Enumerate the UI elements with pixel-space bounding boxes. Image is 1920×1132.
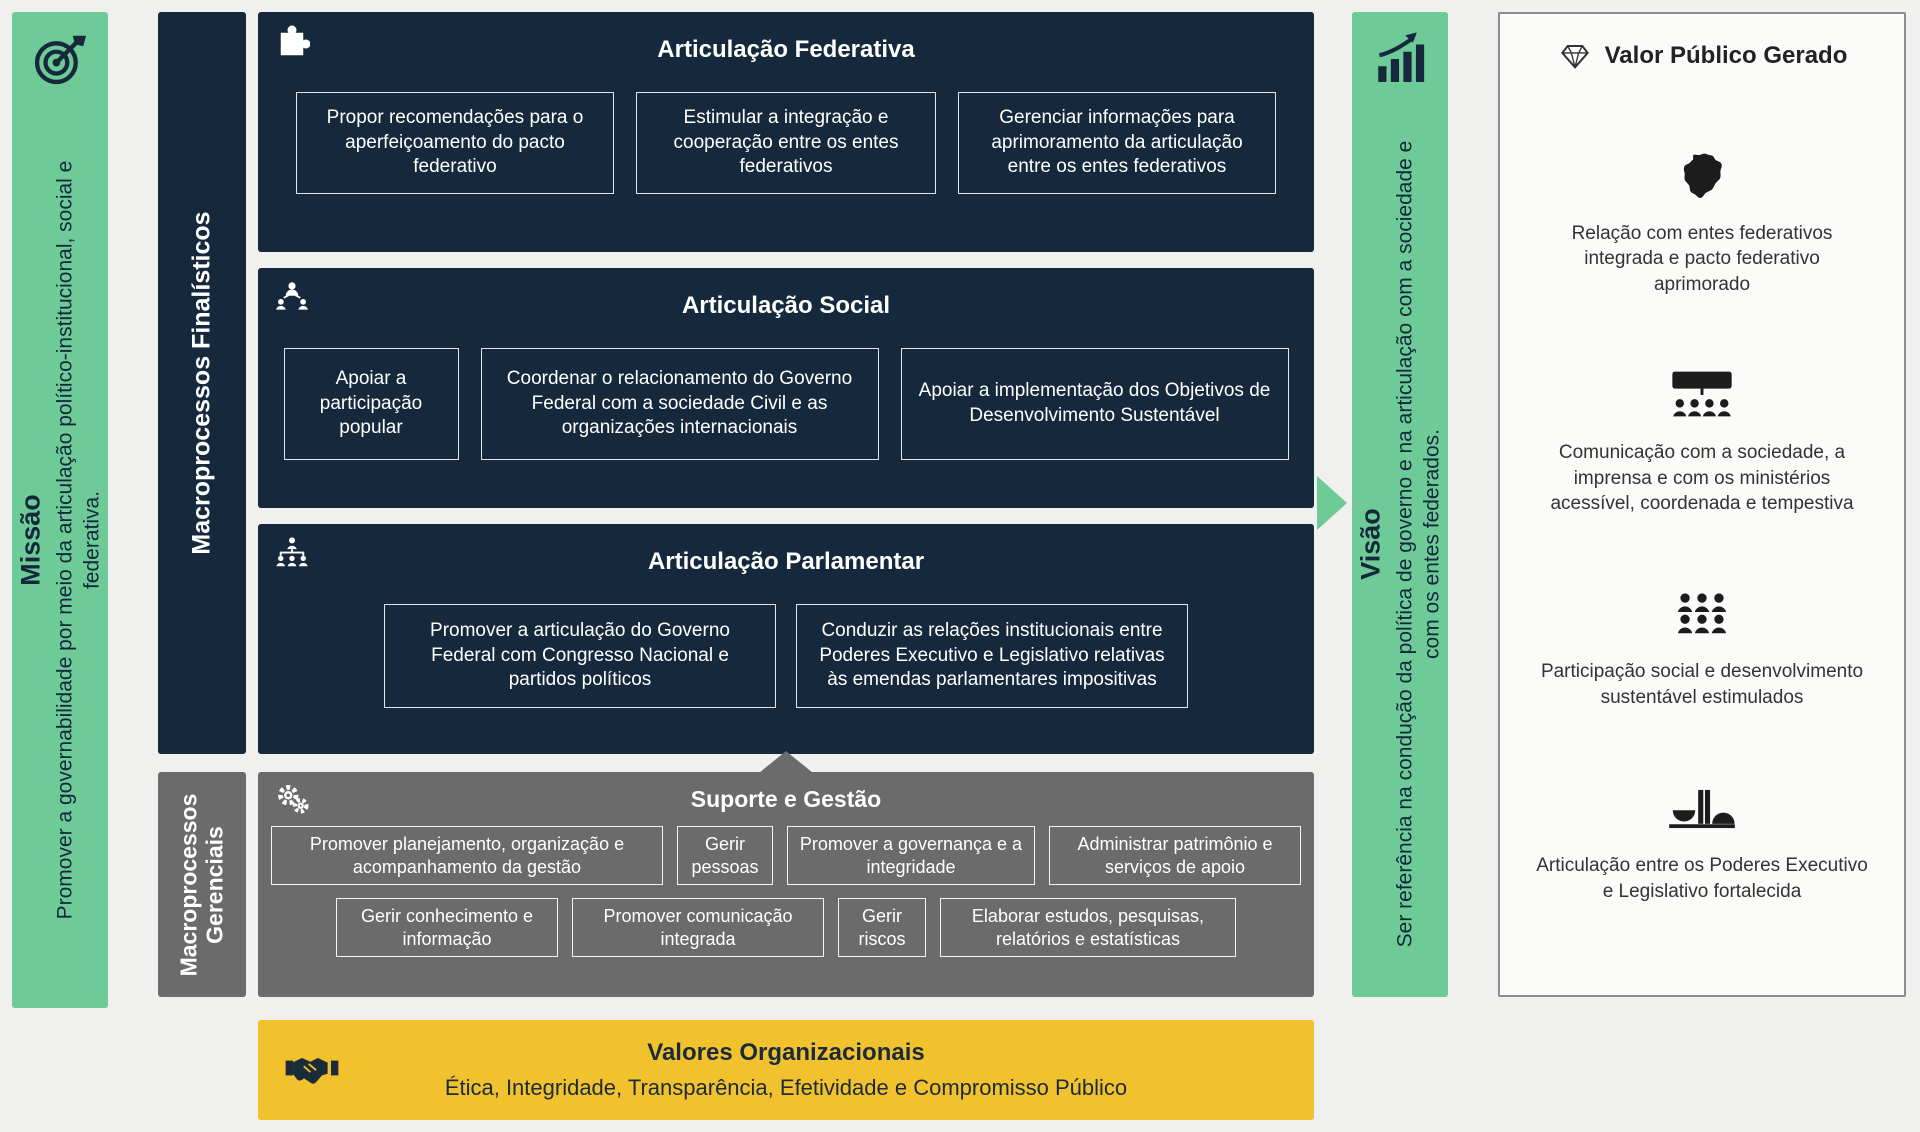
managerial-processes-bar: Macroprocessos Gerenciais <box>158 772 246 997</box>
up-arrow <box>759 751 813 773</box>
section-title: Articulação Federativa <box>657 36 915 63</box>
support-item: Elaborar estudos, pesquisas, relatórios … <box>940 898 1236 957</box>
target-icon <box>31 30 89 88</box>
process-item: Apoiar a implementação dos Objetivos de … <box>900 348 1289 460</box>
support-title: Suporte e Gestão <box>690 786 882 812</box>
process-item: Coordenar o relacionamento do Governo Fe… <box>480 348 879 460</box>
managerial-processes-label: Macroprocessos Gerenciais <box>175 793 228 976</box>
social-network-icon <box>274 279 310 315</box>
process-item: Estimular a integração e cooperação entr… <box>636 92 936 194</box>
flow-arrow-right <box>1317 476 1347 530</box>
support-item: Gerir pessoas <box>677 826 773 885</box>
vision-text: Ser referência na condução da política d… <box>1393 140 1445 948</box>
mission-bar: Missão Promover a governabilidade por me… <box>12 12 108 1008</box>
support-management-panel: Suporte e Gestão Promover planejamento, … <box>258 751 1314 997</box>
process-item: Propor recomendações para o aperfeiçoame… <box>296 92 614 194</box>
support-item: Promover comunicação integrada <box>572 898 824 957</box>
social-articulation-panel: Articulação Social Apoiar a participação… <box>258 268 1314 508</box>
brazil-map-icon <box>1666 149 1738 205</box>
public-value-item: Relação com entes federativos integrada … <box>1535 149 1870 298</box>
public-value-title: Valor Público Gerado <box>1604 42 1848 69</box>
vision-bar: Visão Ser referência na condução da polí… <box>1352 12 1448 997</box>
values-title: Valores Organizacionais <box>647 1039 925 1066</box>
parliamentary-articulation-panel: Articulação Parlamentar Promover a artic… <box>258 524 1314 754</box>
public-value-text: Participação social e desenvolvimento su… <box>1540 661 1864 709</box>
values-text: Ética, Integridade, Transparência, Efeti… <box>444 1075 1128 1100</box>
process-item: Conduzir as relações institucionais entr… <box>796 604 1188 708</box>
handshake-icon <box>284 1046 340 1090</box>
mission-title: Missão <box>15 494 46 586</box>
process-item: Promover a articulação do Governo Federa… <box>384 604 776 708</box>
growth-chart-icon <box>1371 30 1429 88</box>
hierarchy-icon <box>274 535 310 571</box>
audience-communication-icon <box>1666 368 1738 424</box>
support-item: Promover planejamento, organização e aco… <box>271 826 663 885</box>
mission-text: Promover a governabilidade por meio da a… <box>53 160 105 920</box>
public-value-text: Relação com entes federativos integrada … <box>1571 222 1833 295</box>
finalistic-processes-bar: Macroprocessos Finalísticos <box>158 12 246 754</box>
puzzle-icon <box>274 23 311 59</box>
public-value-panel: Valor Público Gerado Relação com entes f… <box>1498 12 1906 997</box>
finalistic-processes-label: Macroprocessos Finalísticos <box>187 211 216 555</box>
vision-title: Visão <box>1355 508 1386 580</box>
section-title: Articulação Social <box>681 292 891 319</box>
diamond-icon <box>1557 40 1593 72</box>
process-item: Gerenciar informações para aprimoramento… <box>958 92 1276 194</box>
public-value-item: Participação social e desenvolvimento su… <box>1535 587 1870 710</box>
gears-icon <box>274 781 310 817</box>
organizational-values-panel: Valores Organizacionais Ética, Integrida… <box>258 1020 1314 1120</box>
federative-articulation-panel: Articulação Federativa Propor recomendaç… <box>258 12 1314 252</box>
support-item: Gerir riscos <box>838 898 926 957</box>
section-title: Articulação Parlamentar <box>647 548 925 575</box>
public-value-text: Comunicação com a sociedade, a imprensa … <box>1550 441 1854 515</box>
support-item: Administrar patrimônio e serviços de apo… <box>1049 826 1301 885</box>
support-item: Promover a governança e a integridade <box>787 826 1035 885</box>
people-group-icon <box>1666 587 1738 643</box>
public-value-text: Articulação entre os Poderes Executivo e… <box>1536 855 1868 902</box>
public-value-item: Articulação entre os Poderes Executivo e… <box>1535 781 1870 904</box>
support-item: Gerir conhecimento e informação <box>336 898 558 957</box>
public-value-item: Comunicação com a sociedade, a imprensa … <box>1535 368 1870 517</box>
congress-building-icon <box>1666 781 1738 837</box>
process-item: Apoiar a participação popular <box>283 348 459 460</box>
